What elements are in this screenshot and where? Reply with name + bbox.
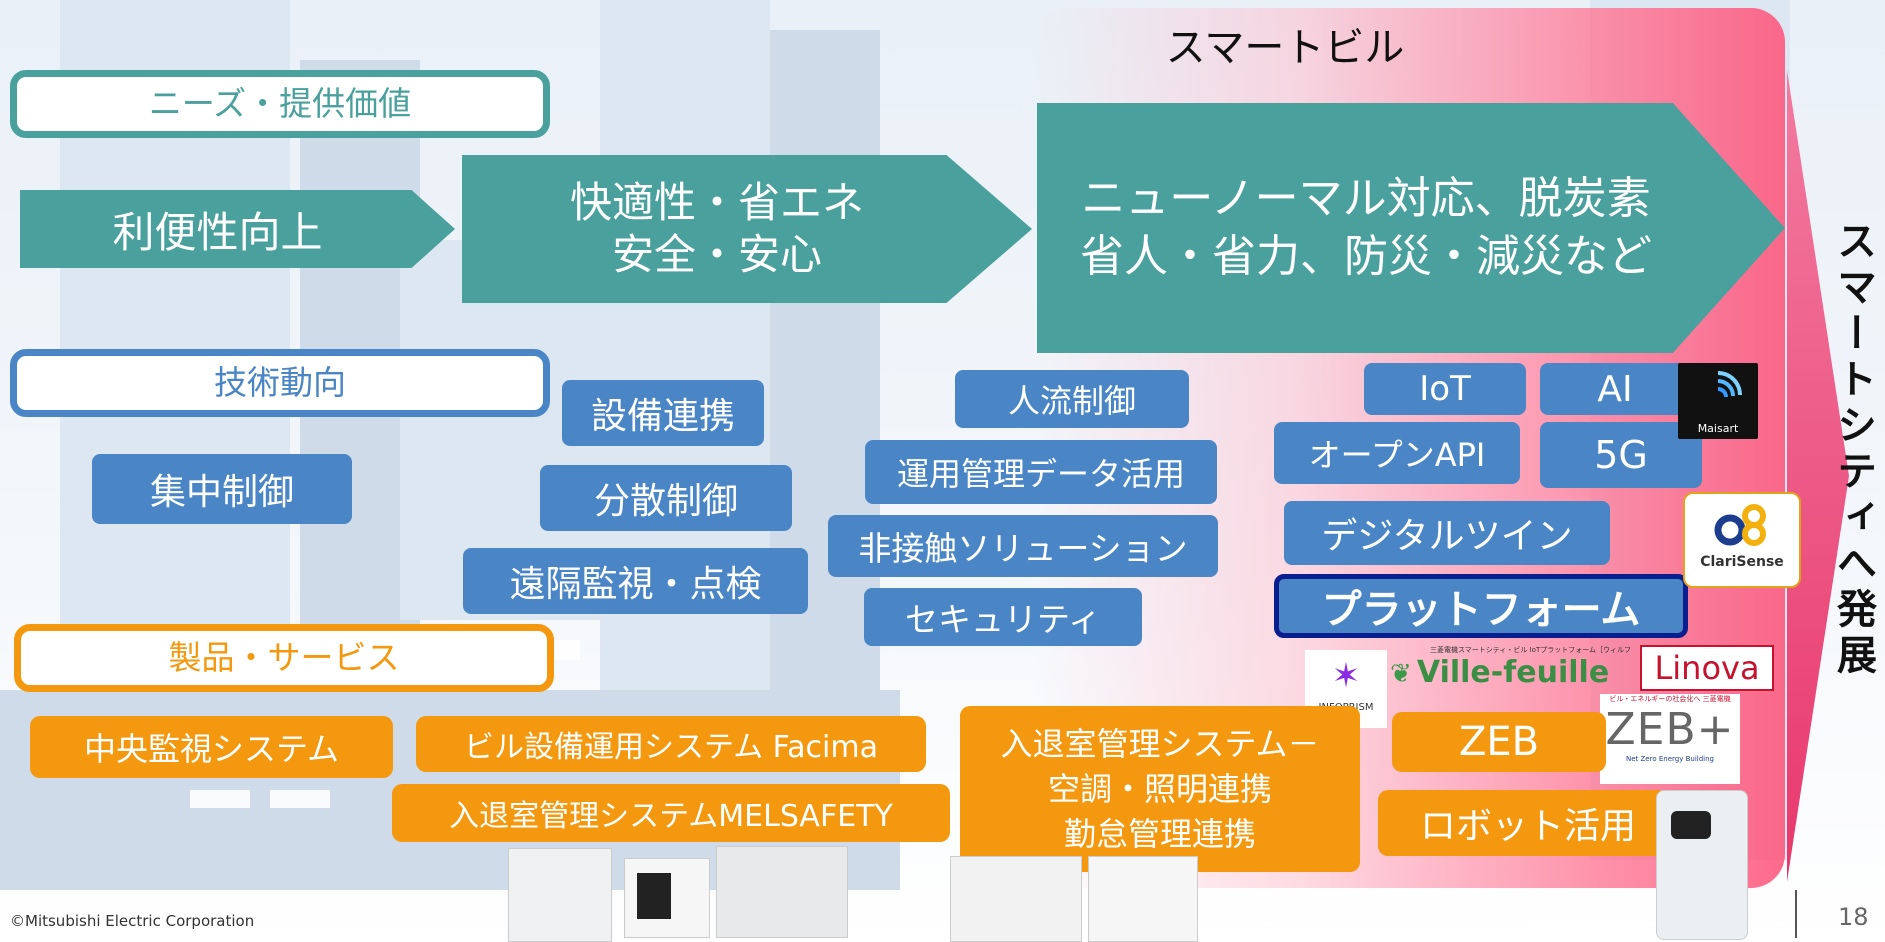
lighting-fixture-image [1088, 856, 1198, 942]
zeb-plus-logo: ビル・エネルギーの社会化へ 三菱電機 ZEB+ Net Zero Energy … [1600, 694, 1740, 784]
gate-panel-image [716, 846, 848, 938]
tech-contactless: 非接触ソリューション [828, 515, 1218, 577]
clarisense-icon [1714, 504, 1766, 546]
tech-security: セキュリティ [864, 588, 1142, 646]
product-entry-management: 入退室管理システム－ 空調・照明連携 勤怠管理連携 [960, 706, 1360, 872]
product-facima: ビル設備運用システム Facima [416, 716, 926, 772]
ville-feuille-caption: 三菱電機スマートシティ・ビル IoTプラットフォーム［ウィルフィーユ］ [1430, 646, 1630, 654]
tech-people-flow: 人流制御 [955, 370, 1189, 428]
tech-5g: 5G [1540, 422, 1702, 488]
product-entry-line2: 空調・照明連携 [1047, 769, 1272, 808]
product-central-monitoring: 中央監視システム [30, 716, 393, 778]
ville-feuille-logo: 三菱電機スマートシティ・ビル IoTプラットフォーム［ウィルフィーユ］ ❦ Vi… [1390, 645, 1630, 693]
products-header: 製品・サービス [14, 624, 554, 692]
tech-digital-twin: デジタルツイン [1284, 501, 1610, 565]
needs-arrow-convenience-label: 利便性向上 [112, 207, 323, 257]
ceiling-ac-image [950, 856, 1082, 942]
leaf-icon: ❦ [1390, 659, 1412, 689]
zeb-plus-caption: Net Zero Energy Building [1626, 755, 1714, 763]
needs-arrow-comfort-line1: 快適性・省エネ [569, 178, 864, 227]
tech-platform: プラットフォーム [1274, 574, 1688, 638]
maisart-icon [1717, 371, 1742, 398]
tech-remote-monitoring: 遠隔監視・点検 [463, 548, 808, 614]
tech-equipment-link: 設備連携 [562, 380, 764, 446]
maisart-label: Maisart [1697, 422, 1739, 435]
zeb-plus-mark: ZEB+ [1605, 704, 1735, 755]
product-zeb: ZEB [1392, 712, 1606, 772]
needs-header: ニーズ・提供価値 [10, 70, 550, 138]
tech-distributed-control: 分散制御 [540, 465, 792, 531]
keypad-device-image [508, 848, 612, 942]
infoprism-icon: ✶ [1331, 656, 1361, 696]
smart-city-vertical-title: スマートシティへ発展 [1830, 220, 1876, 680]
product-robot: ロボット活用 [1378, 790, 1678, 856]
product-entry-line3: 勤怠管理連携 [1063, 814, 1256, 853]
tech-trends-header: 技術動向 [10, 349, 550, 417]
product-melsafety: 入退室管理システムMELSAFETY [392, 784, 950, 842]
product-entry-line1: 入退室管理システム－ [1000, 724, 1320, 763]
card-reader-image [624, 858, 710, 938]
tech-open-api: オープンAPI [1274, 422, 1520, 484]
tech-ops-data: 運用管理データ活用 [865, 440, 1217, 504]
needs-arrow-new-normal: ニューノーマル対応、脱炭素 省人・省力、防災・減災など [1037, 103, 1785, 353]
page-number: 18 [1838, 903, 1869, 931]
copyright-text: ©Mitsubishi Electric Corporation [10, 912, 255, 930]
tech-central-control: 集中制御 [92, 454, 352, 524]
footer-divider [1795, 890, 1797, 938]
linova-logo: Linova [1640, 645, 1774, 691]
tech-iot: IoT [1364, 363, 1526, 415]
needs-arrow-convenience: 利便性向上 [20, 190, 455, 268]
smart-building-label: スマートビル [1165, 25, 1405, 71]
clarisense-label: ClariSense [1700, 554, 1784, 570]
maisart-logo: Maisart [1678, 363, 1758, 439]
tech-ai: AI [1540, 363, 1690, 415]
zeb-plus-top: ビル・エネルギーの社会化へ 三菱電機 [1609, 695, 1731, 703]
needs-arrow-comfort: 快適性・省エネ 安全・安心 [462, 155, 1032, 303]
needs-arrow-comfort-line2: 安全・安心 [611, 230, 822, 279]
needs-arrow-new-normal-line1: ニューノーマル対応、脱炭素 [1081, 173, 1651, 224]
clarisense-logo: ClariSense [1683, 492, 1801, 588]
ville-feuille-label: Ville-feuille [1416, 655, 1610, 690]
needs-arrow-new-normal-line2: 省人・省力、防災・減災など [1080, 231, 1652, 282]
robot-image [1656, 790, 1748, 940]
